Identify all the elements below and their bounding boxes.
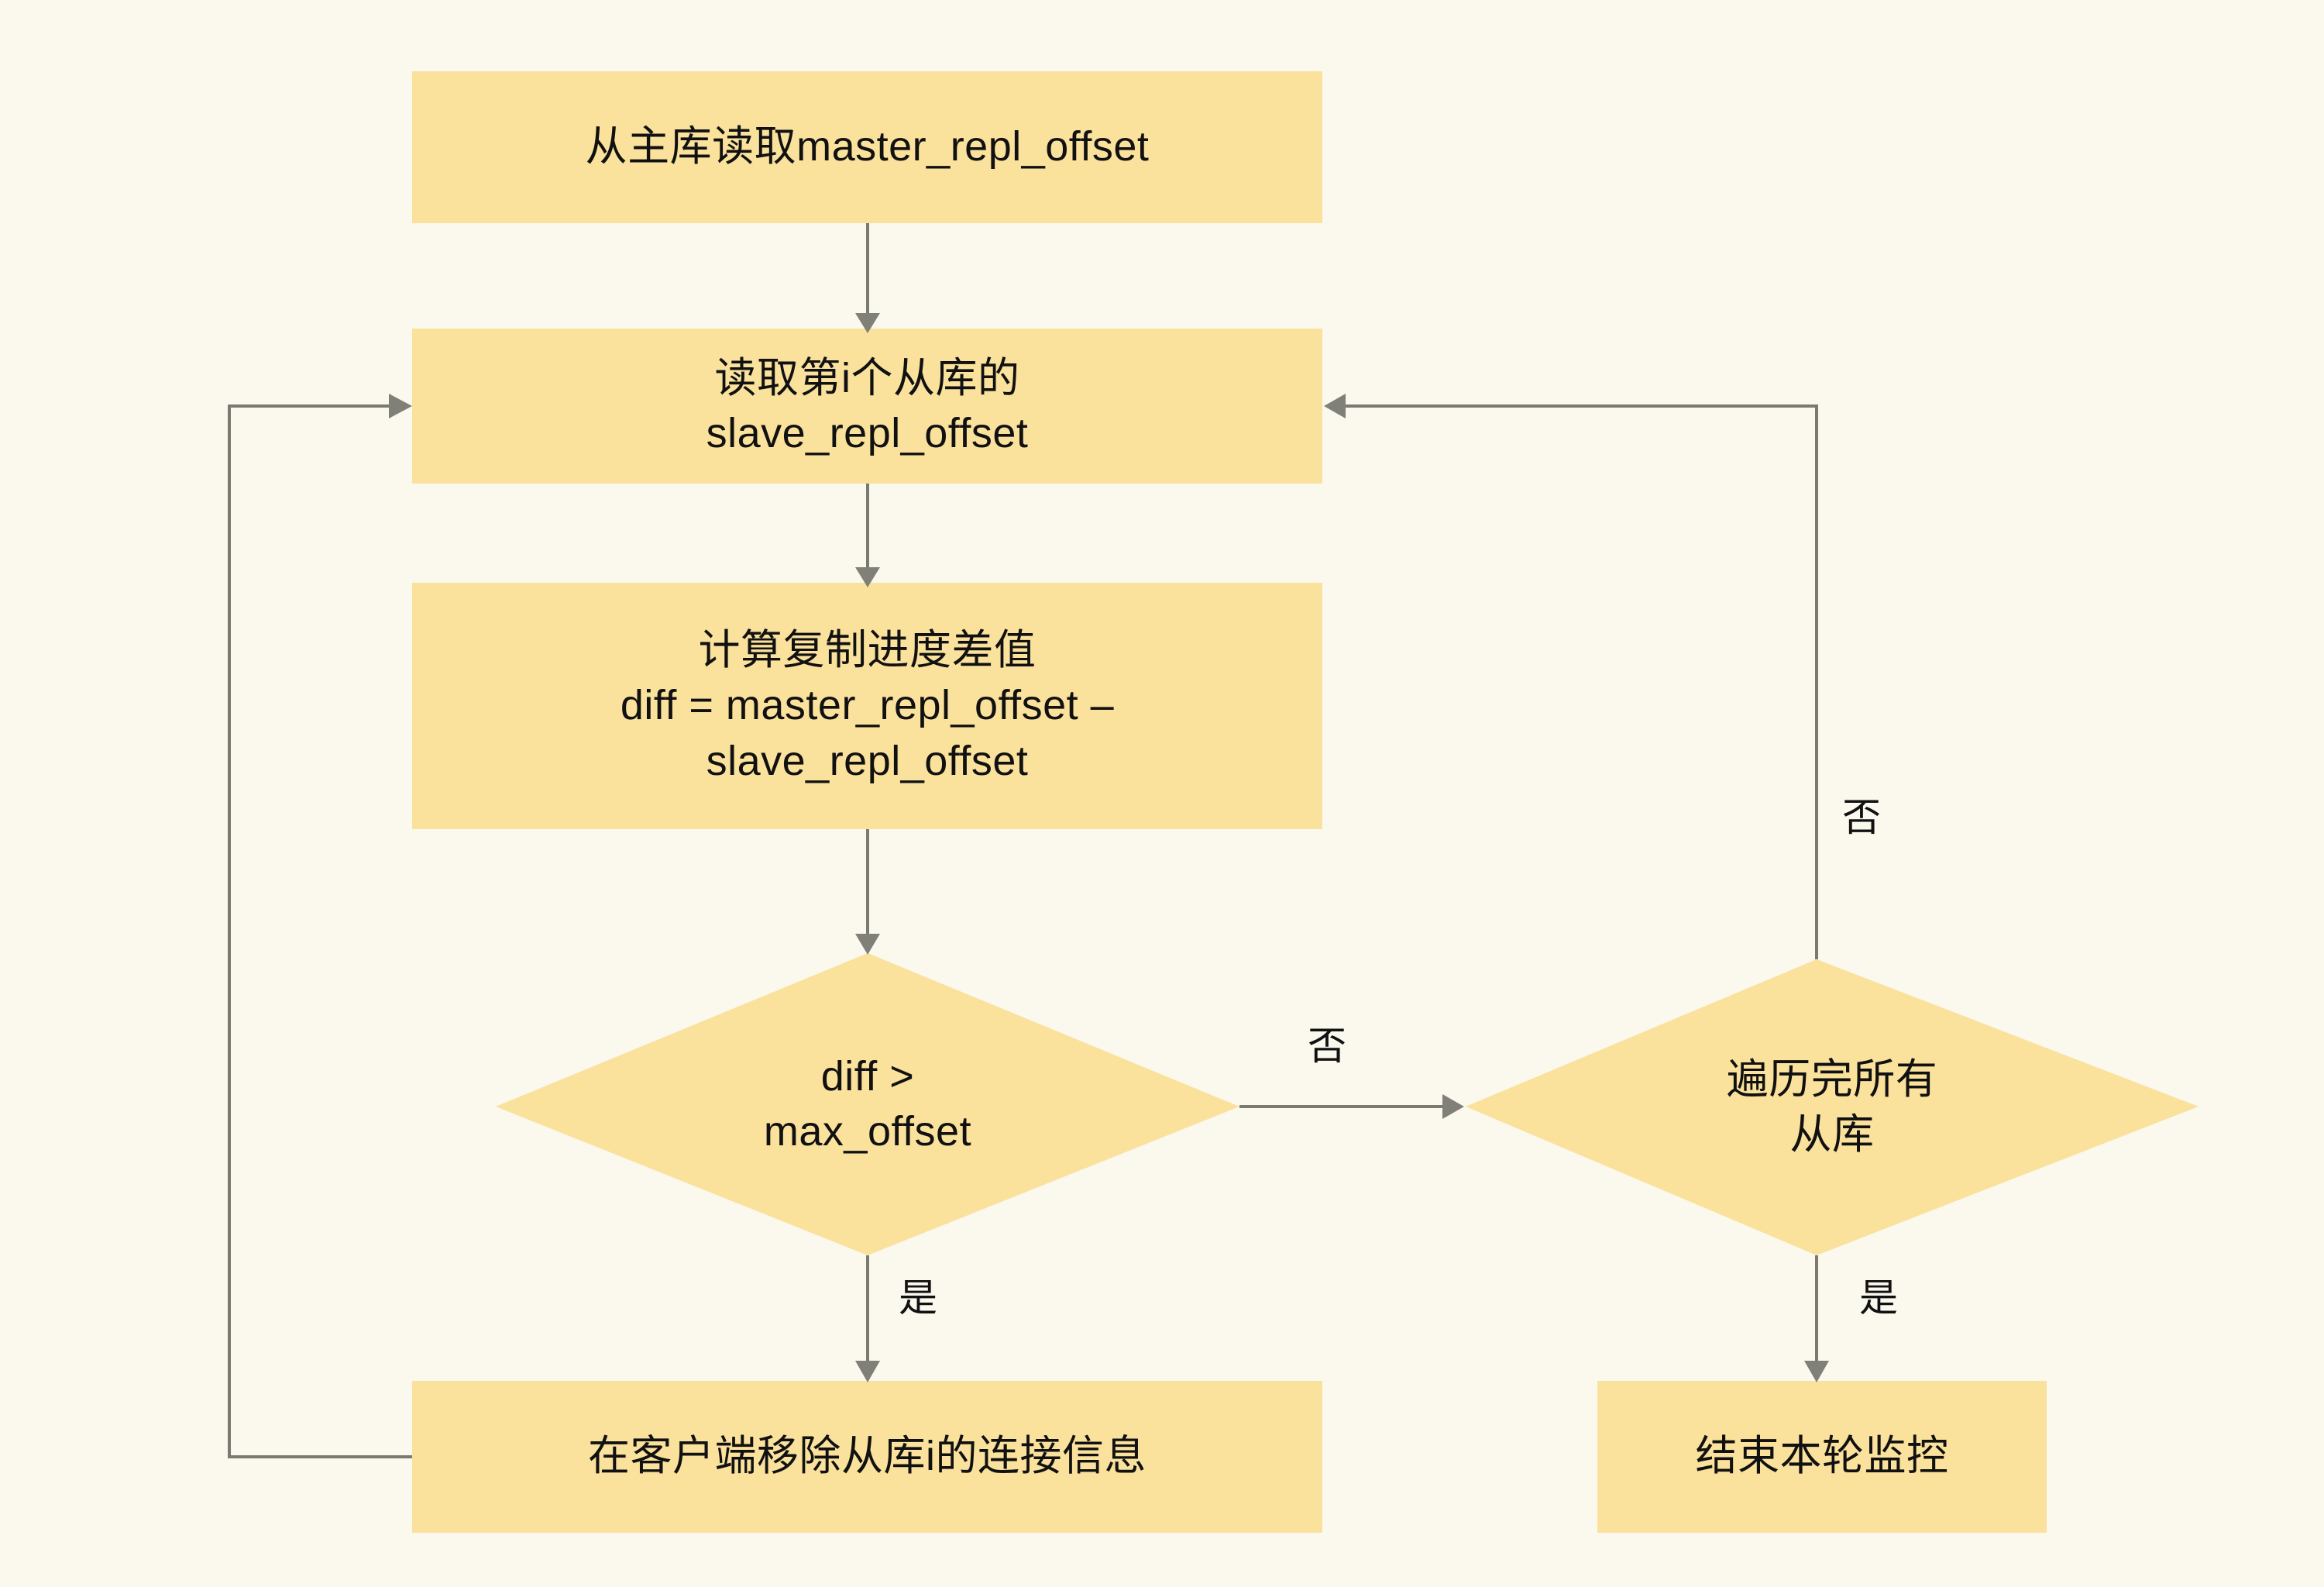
node-diff-gt-max[interactable] [496,953,1239,1255]
node-compute-diff[interactable] [412,583,1322,829]
node-all-slaves-done[interactable] [1466,959,2199,1255]
edge-traverse-no [1324,394,1818,959]
node-read-slave-offset[interactable] [412,329,1322,484]
node-remove-slave-conn[interactable] [412,1381,1322,1533]
node-read-master-offset[interactable] [412,71,1322,223]
edge-diff-to-decision [855,829,880,955]
edge-master-to-slave [855,223,880,333]
edge-traverse-yes [1804,1255,1829,1382]
edge-label-traverse-yes: 是 [1859,1276,1898,1320]
edge-slave-to-diff [855,484,880,587]
edge-decision-no [1239,1094,1464,1119]
edge-loop-back [228,394,412,1458]
edge-label-decision-no: 否 [1308,1024,1346,1068]
edge-decision-yes [855,1255,880,1382]
edge-label-traverse-no: 否 [1842,796,1881,839]
edge-label-decision-yes: 是 [899,1276,937,1320]
node-end-round[interactable] [1597,1381,2047,1533]
